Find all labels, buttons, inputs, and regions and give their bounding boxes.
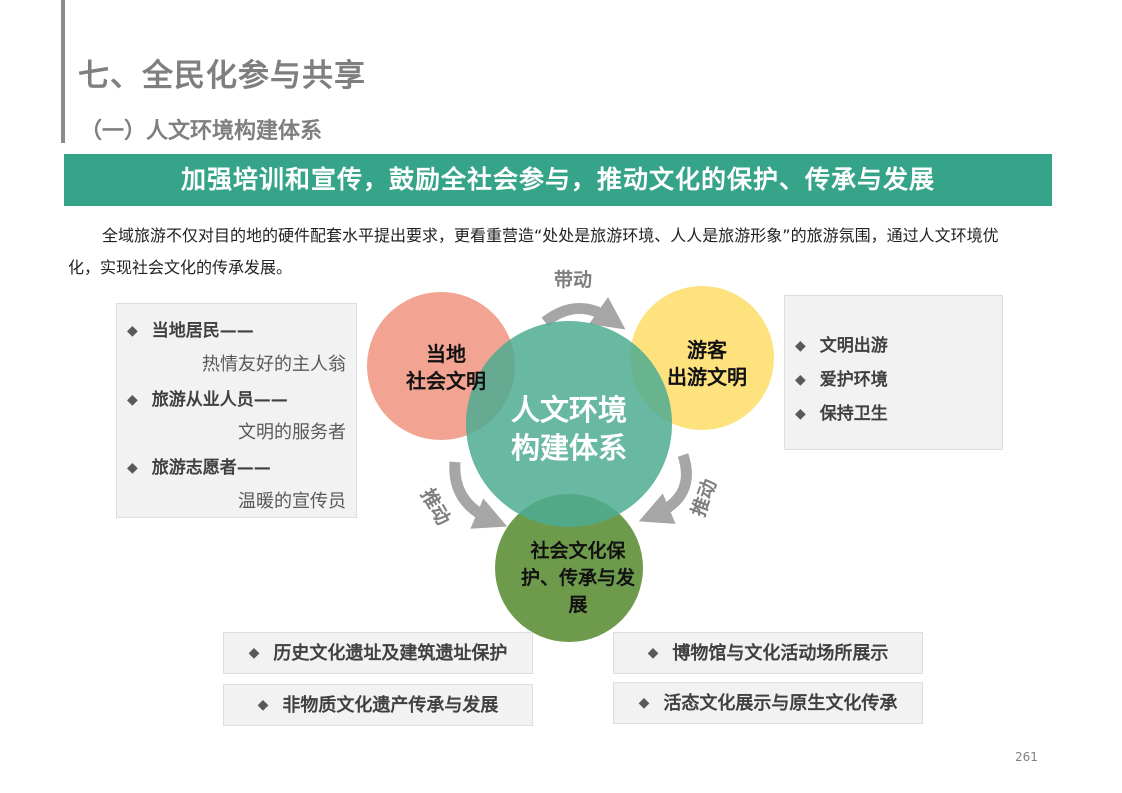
title-accent-bar [61,0,65,143]
bottom-box: ◆活态文化展示与原生文化传承 [613,682,923,724]
participants-box: ◆当地居民—— 热情友好的主人翁 ◆旅游从业人员—— 文明的服务者 ◆旅游志愿者… [116,303,357,518]
intro-paragraph: 全域旅游不仅对目的地的硬件配套水平提出要求，更看重营造“处处是旅游环境、人人是旅… [68,226,999,277]
bottom-box: ◆历史文化遗址及建筑遗址保护 [223,632,533,674]
diamond-icon: ◆ [127,392,138,408]
bottom-circle-label: 展 [568,594,587,616]
list-item: ◆文明出游 [795,336,888,356]
list-item-desc: 文明的服务者 [238,422,346,443]
center-circle-label: 构建体系 [511,431,627,465]
bottom-circle [495,494,643,642]
arrow-label-left: 推动 [416,485,455,529]
section-subtitle: （一）人文环境构建体系 [80,119,323,144]
right-circle-label: 游客 [687,338,728,362]
list-item: ◆爱护环境 [795,370,888,390]
list-item: ◆当地居民—— [127,321,254,341]
bottom-circle-label: 社会文化保 [529,539,626,562]
page-title: 七、全民化参与共享 [78,58,366,94]
list-item: ◆旅游从业人员—— [127,390,288,410]
diamond-icon: ◆ [248,645,260,661]
page-number: 261 [1015,750,1038,764]
diamond-icon: ◆ [127,323,138,339]
diamond-icon: ◆ [127,460,138,476]
left-circle-label: 社会文明 [405,369,486,393]
diamond-icon: ◆ [795,406,806,422]
bottom-box: ◆博物馆与文化活动场所展示 [613,632,923,674]
list-item: ◆保持卫生 [795,404,888,424]
diamond-icon: ◆ [638,695,650,711]
list-item-desc: 热情友好的主人翁 [202,354,346,375]
center-circle [466,321,672,527]
list-item: ◆旅游志愿者—— [127,458,271,478]
list-item-desc: 温暖的宣传员 [238,491,346,512]
arrow-label-top: 带动 [554,269,592,291]
diamond-icon: ◆ [647,645,659,661]
tourist-conduct-box: ◆文明出游 ◆爱护环境 ◆保持卫生 [784,295,1003,450]
arrow-top [541,297,626,330]
diamond-icon: ◆ [795,372,806,388]
center-circle-label: 人文环境 [511,393,627,427]
arrow-label-right: 推动 [687,476,722,520]
arrow-left [449,461,508,529]
banner-heading: 加强培训和宣传，鼓励全社会参与，推动文化的保护、传承与发展 [64,154,1052,206]
bottom-circle-label: 护、传承与发 [521,566,636,589]
diamond-icon: ◆ [257,697,269,713]
arrow-right [638,453,692,524]
right-circle-label: 出游文明 [667,365,747,389]
diamond-icon: ◆ [795,338,806,354]
left-circle-label: 当地 [426,342,466,366]
bottom-box: ◆非物质文化遗产传承与发展 [223,684,533,726]
